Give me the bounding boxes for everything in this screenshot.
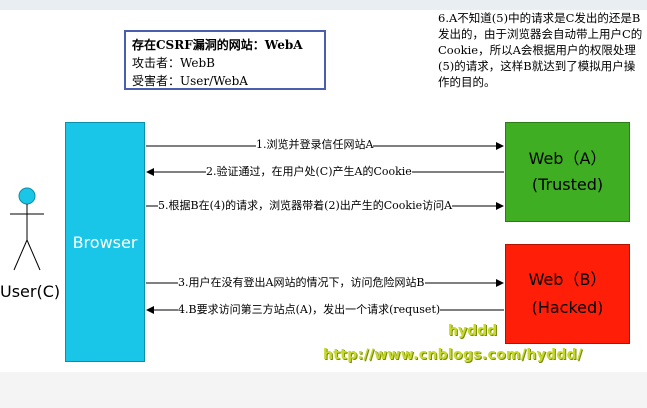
web-b-title: Web（B） bbox=[528, 270, 607, 289]
browser-box: Browser bbox=[65, 122, 145, 362]
user-label: User(C) bbox=[0, 282, 61, 301]
step-6-note: 6.A不知道(5)中的请求是C发出的还是B发出的，由于浏览器会自动带上用户C的C… bbox=[438, 11, 643, 89]
info-victim: 受害者：User/WebA bbox=[132, 74, 248, 88]
step-5-label: 5.根据B在(4)的请求，浏览器带着(2)出产生的Cookie访问A bbox=[158, 199, 453, 212]
step-4-label: 4.B要求访问第三方站点(A)，发出一个请求(requset) bbox=[178, 303, 441, 316]
step-1-label: 1.浏览并登录信任网站A bbox=[256, 138, 374, 151]
web-a-subtitle: (Trusted) bbox=[531, 175, 604, 194]
top-frame-bar bbox=[0, 0, 647, 10]
web-b-subtitle: (Hacked) bbox=[531, 298, 604, 317]
info-box: 存在CSRF漏洞的网站：WebA 攻击者：WebB 受害者：User/WebA bbox=[124, 30, 326, 90]
web-a-title: Web（A） bbox=[528, 149, 607, 168]
web-b-box: Web（B） (Hacked) bbox=[505, 244, 630, 344]
step-3-label: 3.用户在没有登出A网站的情况下，访问危险网站B bbox=[178, 276, 425, 289]
browser-label: Browser bbox=[72, 232, 138, 252]
info-attacker: 攻击者：WebB bbox=[132, 56, 215, 70]
watermark-name: hyddd bbox=[448, 323, 498, 339]
watermark-url: http://www.cnblogs.com/hyddd/ bbox=[323, 347, 583, 363]
step-2-label: 2.验证通过，在用户处(C)产生A的Cookie bbox=[206, 165, 412, 178]
bottom-frame-bar bbox=[0, 372, 647, 408]
web-a-box: Web（A） (Trusted) bbox=[505, 122, 630, 222]
info-title: 存在CSRF漏洞的网站：WebA bbox=[132, 38, 303, 52]
user-figure-icon bbox=[10, 187, 44, 271]
